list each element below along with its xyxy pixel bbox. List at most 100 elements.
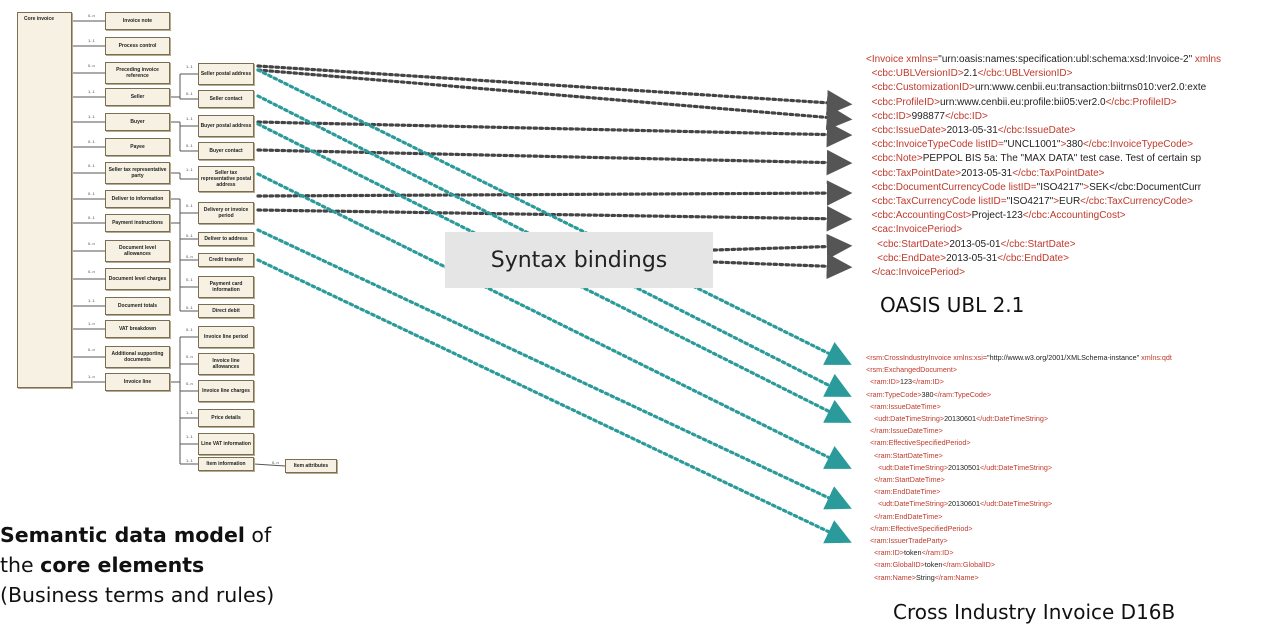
model-box-level2: Credit transfer [198,253,254,267]
multiplicity-label: 0..n [186,381,193,386]
multiplicity-label: 1..1 [88,298,95,303]
xml-line: <cac:InvoicePeriod> [871,224,963,236]
model-box-level2: Item information [198,457,254,471]
syntax-bindings-label: Syntax bindings [445,232,713,288]
multiplicity-label: 1..n [88,321,95,326]
xml-line: <cbc:ID>998877</cbc:ID> [871,110,988,122]
cii-caption: Cross Industry Invoice D16B [893,600,1176,624]
model-box-level2: Seller postal address [198,63,254,85]
xml-line: <ram:IssueDateTime> [870,401,941,411]
binding-arrow [256,68,852,365]
xml-line: <cbc:DocumentCurrencyCode listID="ISO421… [871,181,1202,193]
multiplicity-label: 0..1 [88,163,95,168]
tree-connector [253,463,286,467]
multiplicity-label: 1..1 [88,114,95,119]
model-box-level1: Invoice line [105,373,170,391]
xml-line: <cbc:UBLVersionID>2.1</cbc:UBLVersionID> [871,68,1073,80]
cii-binding-arrows [256,68,852,544]
binding-arrow [256,68,853,131]
binding-arrow [256,64,853,116]
multiplicity-label: 0..n [186,254,193,259]
xml-line: <cbc:TaxPointDate>2013-05-31</cbc:TaxPoi… [871,167,1105,179]
cii-xml-sample: <rsm:CrossIndustryInvoice xmlns:xsi="htt… [866,352,1280,584]
model-box-level1: Document level charges [105,268,170,290]
binding-arrow [256,258,852,544]
xml-line: <ram:EffectiveSpecifiedPeriod> [870,438,971,448]
model-box-level1: Deliver to information [105,190,170,208]
xml-line: <ram:IssuerTradeParty> [870,536,948,546]
multiplicity-label: 1..1 [186,64,193,69]
oasis-ubl-caption: OASIS UBL 2.1 [880,293,1025,317]
model-tree-lines [72,20,286,467]
multiplicity-label: 1..n [88,374,95,379]
xml-line: <cbc:AccountingCost>Project-123</cbc:Acc… [871,210,1126,222]
xml-line: <udt:DateTimeString>20130601</udt:DateTi… [877,499,1053,509]
multiplicity-label: 1..1 [88,89,95,94]
model-box-level1: Payment instructions [105,214,170,232]
xml-line: <udt:DateTimeString>20130601</udt:DateTi… [874,414,1049,424]
model-box-level2: Payment card information [198,276,254,298]
model-box-level2: Deliver to address [198,232,254,246]
xml-line: <cbc:TaxCurrencyCode listID="ISO4217">EU… [871,196,1194,208]
model-box-level1: Additional supporting documents [105,346,170,368]
model-box-level1: Seller [105,88,170,106]
xml-line: <ram:EndDateTime> [874,487,941,497]
core-invoice-box: Core invoice [17,12,72,388]
xml-line: <ram:ID>token</ram:ID> [874,548,954,558]
model-box-level1: Buyer [105,113,170,131]
xml-line: <Invoice xmlns="urn:oasis:names:specific… [866,54,1222,65]
multiplicity-label: 1..1 [186,434,193,439]
model-box-level2: Seller tax representative postal address [198,166,254,192]
model-box-level2: Line VAT information [198,433,254,455]
xml-line: <cbc:ProfileID>urn:www.cenbii.eu:profile… [871,96,1177,108]
model-box-level1: VAT breakdown [105,320,170,338]
model-box-level1: Invoice note [105,12,170,30]
multiplicity-label: 1..1 [186,167,193,172]
model-box-level2: Invoice line allowances [198,353,254,375]
multiplicity-label: 0..n [272,460,279,465]
caption-bold-semantic: Semantic data model [0,523,245,547]
xml-line: <cbc:EndDate>2013-05-31</cbc:EndDate> [877,252,1069,264]
xml-line: <rsm:ExchangedDocument> [866,365,958,375]
multiplicity-label: 0..n [88,13,95,18]
xml-line: <ram:GlobalID>token</ram:GlobalID> [874,560,996,570]
model-box-level2: Invoice line period [198,326,254,348]
ubl-xml-sample: <Invoice xmlns="urn:oasis:names:specific… [866,53,1264,286]
ubl-binding-arrows [256,64,853,280]
xml-line: <ram:Name>String</ram:Name> [874,572,979,582]
multiplicity-label: 0..n [88,347,95,352]
multiplicity-label: 0..1 [186,143,193,148]
binding-arrow [256,120,853,148]
model-box-level2: Invoice line charges [198,380,254,402]
model-box-level2: Buyer contact [198,142,254,160]
multiplicity-label: 0..1 [88,191,95,196]
model-box-level2: Price details [198,409,254,427]
binding-arrow [256,180,853,206]
multiplicity-label: 0..n [186,354,193,359]
multiplicity-label: 0..n [88,269,95,274]
multiplicity-label: 0..1 [186,233,193,238]
multiplicity-label: 1..1 [186,458,193,463]
model-box-level1: Seller tax representative party [105,162,170,184]
multiplicity-label: 1..1 [186,410,193,415]
multiplicity-label: 0..1 [186,327,193,332]
xml-line: </ram:EndDateTime> [874,511,943,521]
model-box-level3: Item attributes [285,459,337,473]
model-box-level1: Preceding invoice reference [105,62,170,84]
multiplicity-label: 0..1 [186,203,193,208]
model-box-level1: Process control [105,37,170,55]
model-box-level2: Delivery or invoice period [198,202,254,224]
caption-of: of [244,523,272,547]
model-box-level2: Seller contact [198,90,254,108]
multiplicity-label: 1..1 [186,116,193,121]
xml-line: <ram:StartDateTime> [874,450,943,460]
semantic-model-caption: Semantic data model of the core elements… [0,520,274,610]
xml-line: <cbc:Note>PEPPOL BIS 5a: The "MAX DATA" … [871,153,1202,165]
xml-line: <cbc:StartDate>2013-05-01</cbc:StartDate… [877,238,1076,250]
xml-line: </cac:InvoicePeriod> [871,267,965,279]
multiplicity-label: 0..1 [186,305,193,310]
binding-arrow [256,172,852,469]
model-box-level2: Buyer postal address [198,115,254,137]
xml-line: <cbc:CustomizationID>urn:www.cenbii.eu:t… [871,82,1207,94]
xml-line: </ram:IssueDateTime> [870,426,943,436]
